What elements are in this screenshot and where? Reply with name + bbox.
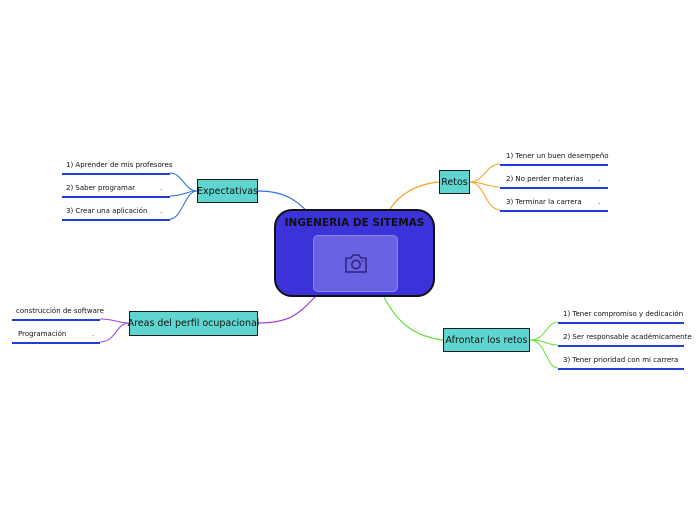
subtopic-afrontar-2[interactable]: 2) Ser responsable académicamente (563, 333, 692, 341)
topic-afrontar-retos[interactable]: Afrontar los retos (443, 328, 530, 352)
topic-areas-perfil[interactable]: Areas del perfil ocupacional (127, 311, 260, 336)
link-afrontar-sub-1 (529, 321, 559, 341)
subtopic-expectativas-2[interactable]: 2) Saber programar (66, 184, 136, 192)
link-retos (389, 181, 440, 210)
subtopic-underline (558, 345, 684, 347)
subtopic-retos-1[interactable]: 1) Tener un buen desempeño (506, 152, 609, 160)
subtopic-afrontar-1[interactable]: 1) Tener compromiso y dedicación (563, 310, 684, 318)
link-retos-sub-1 (469, 163, 501, 183)
link-afrontar (383, 296, 444, 341)
subtopic-underline (500, 187, 608, 189)
central-topic-title: INGENERIA DE SITEMAS (284, 217, 425, 229)
subtopic-dot: . (160, 184, 163, 192)
link-retos-sub-3 (469, 181, 501, 211)
subtopic-underline (12, 319, 100, 321)
central-topic[interactable]: INGENERIA DE SITEMAS (274, 209, 435, 297)
topic-expectativas[interactable]: Expectativas (197, 179, 258, 203)
subtopic-dot: . (160, 207, 163, 215)
subtopic-expectativas-3[interactable]: 3) Crear una aplicación (66, 207, 148, 215)
topic-afrontar-label: Afrontar los retos (445, 334, 528, 346)
subtopic-underline (558, 322, 684, 324)
link-areas-sub-1 (99, 318, 130, 324)
subtopic-underline (500, 210, 608, 212)
subtopic-retos-3[interactable]: 3) Terminar la carrera (506, 198, 582, 206)
link-expectativas-sub-3 (169, 190, 198, 220)
subtopic-underline (62, 173, 170, 175)
subtopic-underline (62, 196, 170, 198)
subtopic-underline (62, 219, 170, 221)
link-areas (257, 296, 316, 324)
subtopic-areas-1[interactable]: construcción de software (16, 307, 104, 315)
subtopic-dot: . (676, 356, 679, 364)
subtopic-dot: . (598, 198, 601, 206)
link-areas-sub-2 (99, 322, 130, 343)
subtopic-underline (12, 342, 100, 344)
topic-retos[interactable]: Retos (439, 170, 470, 194)
camera-icon (345, 254, 367, 273)
subtopic-areas-2[interactable]: Programación (18, 330, 67, 338)
topic-retos-label: Retos (441, 176, 468, 188)
topic-areas-label: Areas del perfil ocupacional (127, 318, 260, 329)
topic-expectativas-label: Expectativas (196, 185, 259, 197)
subtopic-dot: . (598, 175, 601, 183)
link-afrontar-sub-3 (529, 339, 559, 369)
subtopic-retos-2[interactable]: 2) No perder materias (506, 175, 584, 183)
subtopic-underline (500, 164, 608, 166)
image-placeholder[interactable] (313, 235, 398, 292)
subtopic-expectativas-1[interactable]: 1) Aprender de mis profesores (66, 161, 173, 169)
link-expectativas-sub-1 (169, 172, 198, 192)
subtopic-dot: . (92, 330, 95, 338)
subtopic-afrontar-3[interactable]: 3) Tener prioridad con mi carrera (563, 356, 679, 364)
subtopic-underline (558, 368, 684, 370)
